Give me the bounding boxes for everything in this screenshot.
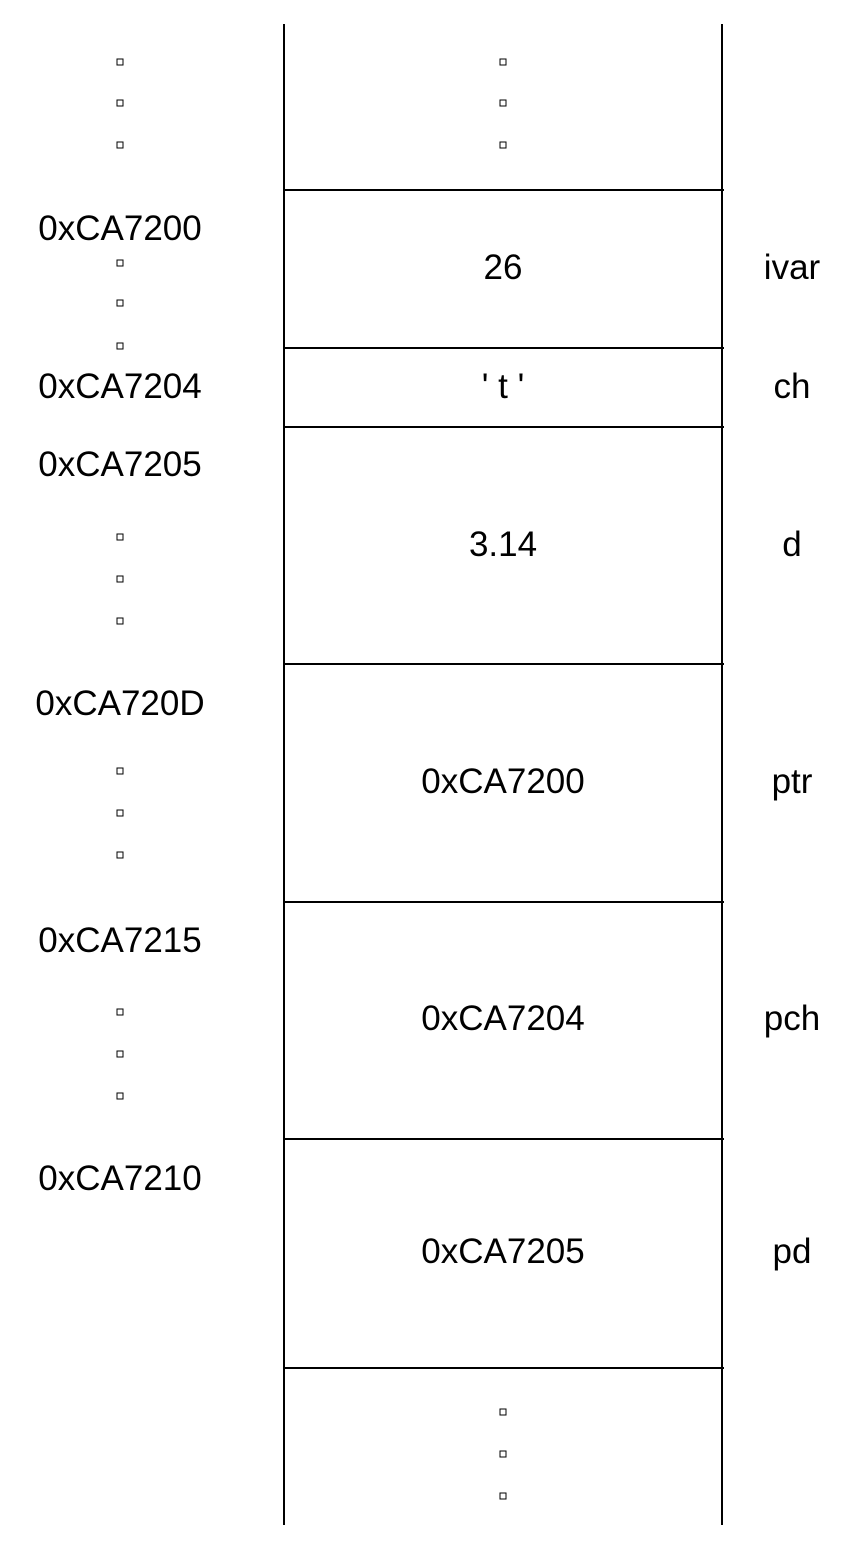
memory-address-label: 0xCA7204	[38, 367, 202, 406]
cell-divider	[284, 189, 724, 191]
ellipsis-dot-icon	[116, 1050, 124, 1058]
memory-column-left-border	[283, 24, 285, 1525]
variable-name-label: ch	[773, 367, 811, 406]
variable-name-label: d	[782, 525, 802, 564]
memory-cell-value: 0xCA7205	[421, 1232, 585, 1271]
memory-cell-value: 3.14	[468, 525, 538, 564]
ellipsis-dot-icon	[499, 141, 507, 149]
memory-cell-value: 0xCA7200	[421, 762, 585, 801]
memory-address-label: 0xCA7200	[38, 209, 202, 248]
cell-divider	[284, 426, 724, 428]
memory-address-label: 0xCA7205	[38, 445, 202, 484]
ellipsis-dot-icon	[499, 1450, 507, 1458]
ellipsis-dot-icon	[116, 809, 124, 817]
variable-name-label: pch	[763, 999, 821, 1038]
memory-cell-value: 0xCA7204	[421, 999, 585, 1038]
cell-divider	[284, 663, 724, 665]
ellipsis-dot-icon	[116, 99, 124, 107]
ellipsis-dot-icon	[499, 1492, 507, 1500]
cell-divider	[284, 1138, 724, 1140]
cell-divider	[284, 1367, 724, 1369]
memory-address-label: 0xCA7215	[38, 921, 202, 960]
ellipsis-dot-icon	[499, 1408, 507, 1416]
cell-divider	[284, 901, 724, 903]
ellipsis-dot-icon	[116, 141, 124, 149]
variable-name-label: ivar	[763, 248, 821, 287]
memory-address-label: 0xCA720D	[35, 684, 205, 723]
ellipsis-dot-icon	[116, 767, 124, 775]
cell-divider	[284, 347, 724, 349]
memory-cell-value: 26	[483, 248, 523, 287]
ellipsis-dot-icon	[116, 342, 124, 350]
ellipsis-dot-icon	[116, 1008, 124, 1016]
ellipsis-dot-icon	[116, 58, 124, 66]
variable-name-label: ptr	[771, 762, 813, 801]
memory-address-label: 0xCA7210	[38, 1159, 202, 1198]
memory-column-right-border	[721, 24, 723, 1525]
ellipsis-dot-icon	[499, 99, 507, 107]
ellipsis-dot-icon	[116, 851, 124, 859]
ellipsis-dot-icon	[116, 299, 124, 307]
ellipsis-dot-icon	[116, 259, 124, 267]
ellipsis-dot-icon	[116, 617, 124, 625]
ellipsis-dot-icon	[116, 533, 124, 541]
memory-cell-value: ' t '	[481, 367, 525, 406]
variable-name-label: pd	[772, 1232, 812, 1271]
ellipsis-dot-icon	[116, 1092, 124, 1100]
ellipsis-dot-icon	[116, 575, 124, 583]
ellipsis-dot-icon	[499, 58, 507, 66]
